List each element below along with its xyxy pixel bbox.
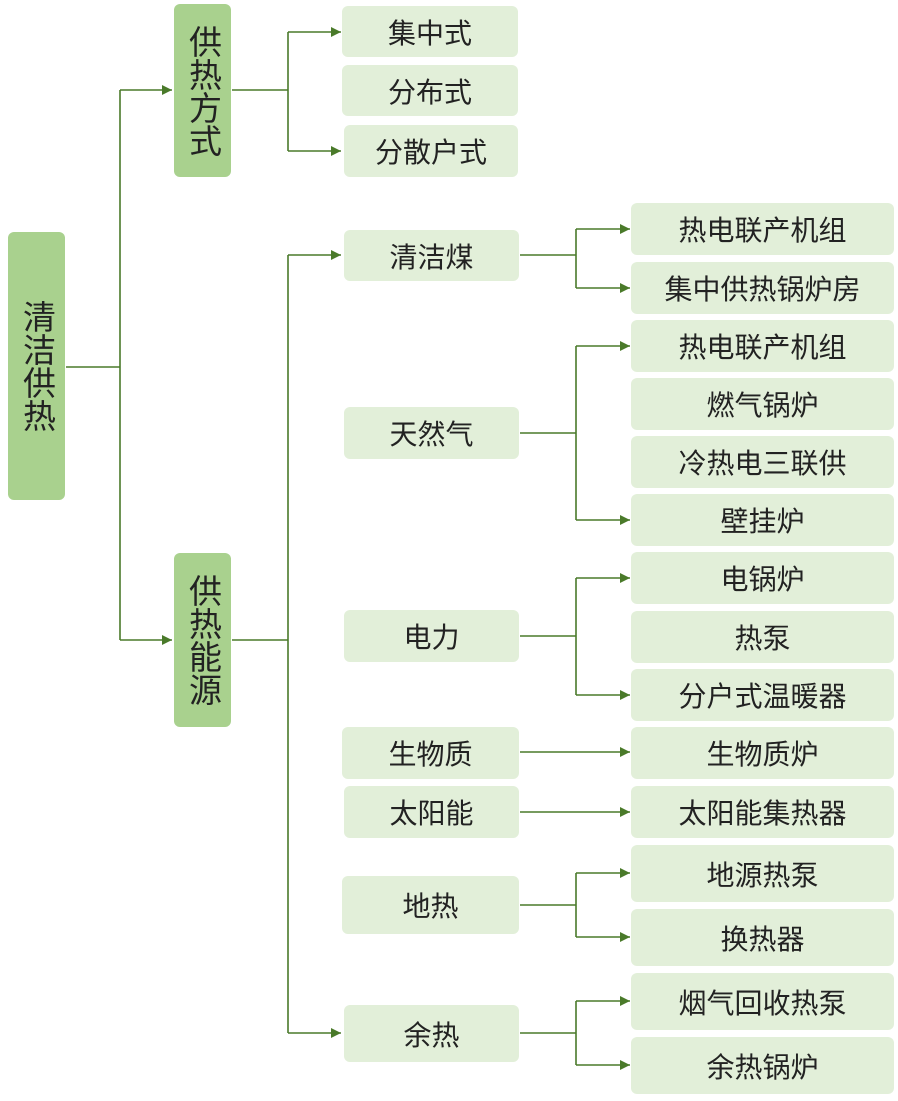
- method-distributed: 分布式: [342, 65, 518, 116]
- source-clean-coal: 清洁煤: [344, 230, 519, 281]
- leaf-item: 热泵: [631, 611, 894, 663]
- source-solar: 太阳能: [344, 786, 519, 838]
- leaf-item: 燃气锅炉: [631, 378, 894, 430]
- leaf-item: 换热器: [631, 909, 894, 966]
- method-centralized: 集中式: [342, 6, 518, 57]
- source-biomass: 生物质: [342, 727, 519, 779]
- leaf-item: 热电联产机组: [631, 320, 894, 372]
- leaf-item: 电锅炉: [631, 552, 894, 604]
- source-geothermal: 地热: [342, 876, 519, 934]
- leaf-item: 生物质炉: [631, 727, 894, 779]
- leaf-item: 余热锅炉: [631, 1037, 894, 1094]
- source-waste-heat: 余热: [344, 1005, 519, 1062]
- root-node: 清洁供热: [8, 232, 65, 500]
- source-electricity: 电力: [344, 610, 519, 662]
- leaf-item: 壁挂炉: [631, 494, 894, 546]
- leaf-item: 分户式温暖器: [631, 669, 894, 721]
- leaf-item: 太阳能集热器: [631, 786, 894, 838]
- category-heating-energy: 供热能源: [174, 553, 231, 727]
- method-household: 分散户式: [344, 125, 518, 177]
- leaf-item: 集中供热锅炉房: [631, 262, 894, 314]
- leaf-item: 冷热电三联供: [631, 436, 894, 488]
- leaf-item: 地源热泵: [631, 845, 894, 902]
- source-natural-gas: 天然气: [344, 407, 519, 459]
- leaf-item: 热电联产机组: [631, 203, 894, 255]
- leaf-item: 烟气回收热泵: [631, 973, 894, 1030]
- category-heating-method: 供热方式: [174, 4, 231, 177]
